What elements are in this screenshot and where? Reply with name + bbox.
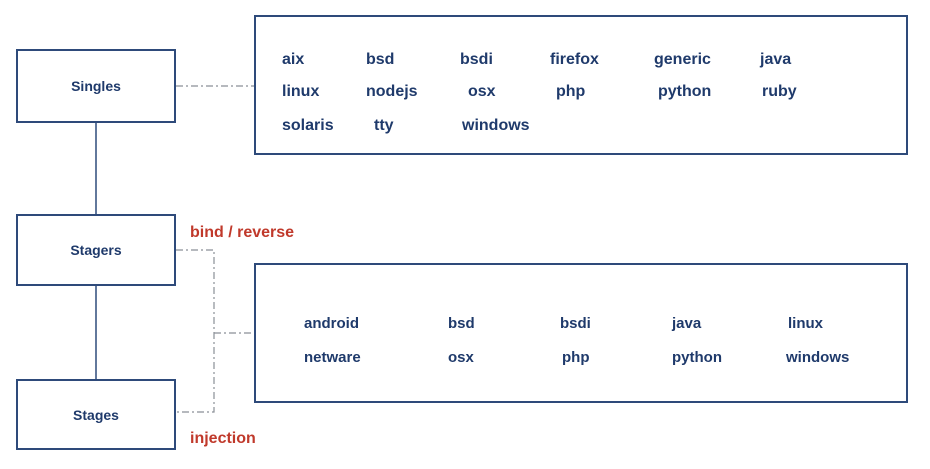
platform-item: bsd [366,51,395,68]
platform-item: python [672,349,722,366]
stagers-label: Stagers [70,242,122,258]
singles-platforms-panel: aix bsd bsdi firefox generic java linux … [254,15,908,155]
stagers-stages-panel-connector [176,249,254,413]
platform-item: generic [654,51,711,68]
platform-item: osx [448,349,474,366]
singles-box: Singles [16,49,176,123]
platform-item: python [658,83,712,100]
platform-item: linux [788,315,824,332]
platform-item: php [562,349,590,366]
platform-item: firefox [550,51,599,68]
stagers-box: Stagers [16,214,176,286]
stages-box: Stages [16,379,176,450]
platform-item: bsd [448,315,475,332]
platform-item: windows [462,117,530,134]
platform-item: tty [374,117,394,134]
platform-item: java [760,51,792,68]
injection-label: injection [190,430,256,447]
stages-label: Stages [73,406,119,423]
platform-item: linux [282,83,320,100]
bind-reverse-label: bind / reverse [190,224,295,241]
singles-label: Singles [71,78,121,94]
platform-item: aix [282,51,305,68]
stages-platforms-panel: android bsd bsdi java linux netware osx … [254,263,908,403]
platform-item: nodejs [366,83,418,100]
platform-item: bsdi [560,315,591,332]
platform-item: solaris [282,117,334,134]
platform-item: java [672,315,702,332]
platform-item: osx [468,83,496,100]
platform-item: ruby [762,83,797,100]
platform-item: bsdi [460,51,493,68]
platform-item: android [304,315,359,332]
platform-item: php [556,83,586,100]
platform-item: netware [304,349,361,366]
platform-item: windows [786,349,850,366]
